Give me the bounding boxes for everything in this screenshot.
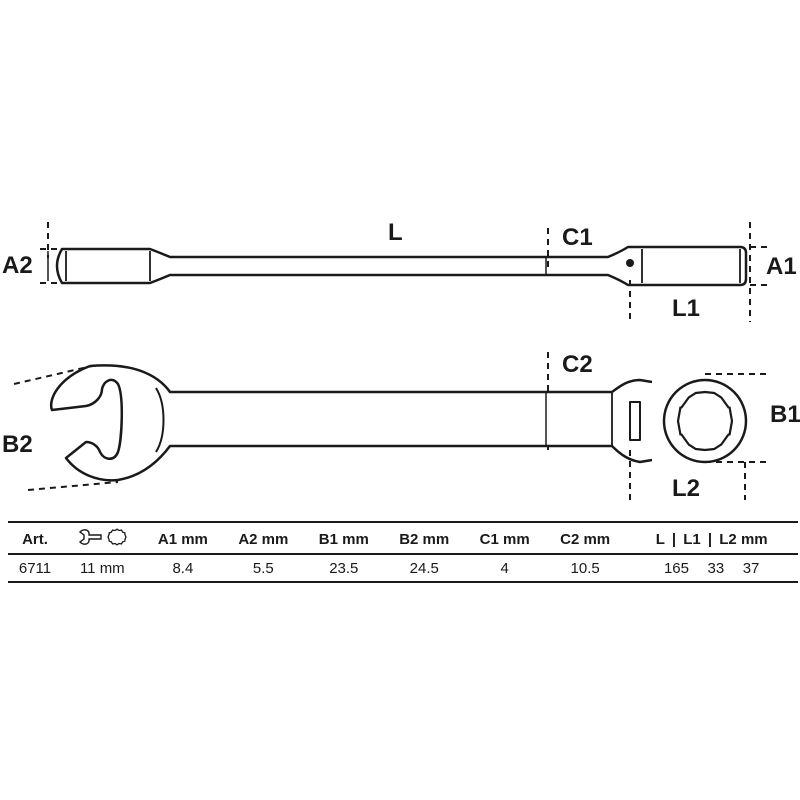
- open-end-wrench-icon: [77, 529, 107, 550]
- wrench-top-view: [49, 364, 748, 482]
- label-B2: B2: [2, 431, 33, 458]
- cell-l2: 37: [742, 560, 760, 577]
- twelve-point-socket: [676, 390, 734, 452]
- spec-table-row: 6711 11 mm 8.4 5.5 23.5 24.5 4 10.5 165 …: [8, 554, 798, 583]
- spec-table-header: Art. A1 mm A2 mm B1 mm B2 mm C1 mm C2 mm…: [8, 521, 798, 555]
- cell-c1: 4: [464, 554, 545, 583]
- twelve-point-ring-icon: [107, 528, 128, 550]
- label-C2: C2: [562, 351, 593, 378]
- cell-b1: 23.5: [303, 554, 385, 583]
- side-view-solid-guides: [47, 251, 547, 281]
- header-l-group: L | L1 | L2 mm: [625, 521, 798, 555]
- cell-b2: 24.5: [384, 554, 465, 583]
- technical-drawing: L C1 A2 A1 L1 C2 B1 B2 L2: [2, 219, 800, 502]
- spec-table: Art. A1 mm A2 mm B1 mm B2 mm C1 mm C2 mm…: [8, 521, 798, 583]
- label-A2: A2: [2, 252, 33, 279]
- header-l2: L2 mm: [719, 530, 768, 548]
- side-view-dimension-lines: [40, 222, 770, 322]
- label-L2: L2: [672, 475, 700, 502]
- header-l: L: [655, 530, 665, 548]
- cell-l1: 33: [707, 560, 725, 577]
- cell-c2: 10.5: [544, 554, 626, 583]
- cell-size: 11 mm: [62, 554, 143, 583]
- wrench-side-view: [55, 245, 748, 287]
- label-B1: B1: [770, 401, 800, 428]
- cell-l-group: 165 33 37: [625, 554, 798, 583]
- header-c2: C2 mm: [544, 521, 626, 555]
- label-L: L: [388, 219, 403, 246]
- cell-l: 165: [663, 560, 689, 577]
- cell-a2: 5.5: [223, 554, 304, 583]
- header-c1: C1 mm: [464, 521, 545, 555]
- header-l1: L1: [683, 530, 701, 548]
- cell-art: 6711: [8, 554, 62, 583]
- header-a1: A1 mm: [142, 521, 224, 555]
- header-b1: B1 mm: [303, 521, 385, 555]
- top-view-dimension-lines: [13, 352, 770, 500]
- cell-a1: 8.4: [142, 554, 224, 583]
- header-a2: A2 mm: [223, 521, 304, 555]
- header-b2: B2 mm: [384, 521, 465, 555]
- header-separator: |: [671, 530, 677, 548]
- label-L1: L1: [672, 295, 700, 322]
- label-C1: C1: [562, 224, 593, 251]
- label-A1: A1: [766, 253, 797, 280]
- pivot-pin: [626, 259, 634, 267]
- header-size-icons: [62, 521, 143, 555]
- header-separator: |: [707, 530, 713, 548]
- header-art: Art.: [8, 521, 62, 555]
